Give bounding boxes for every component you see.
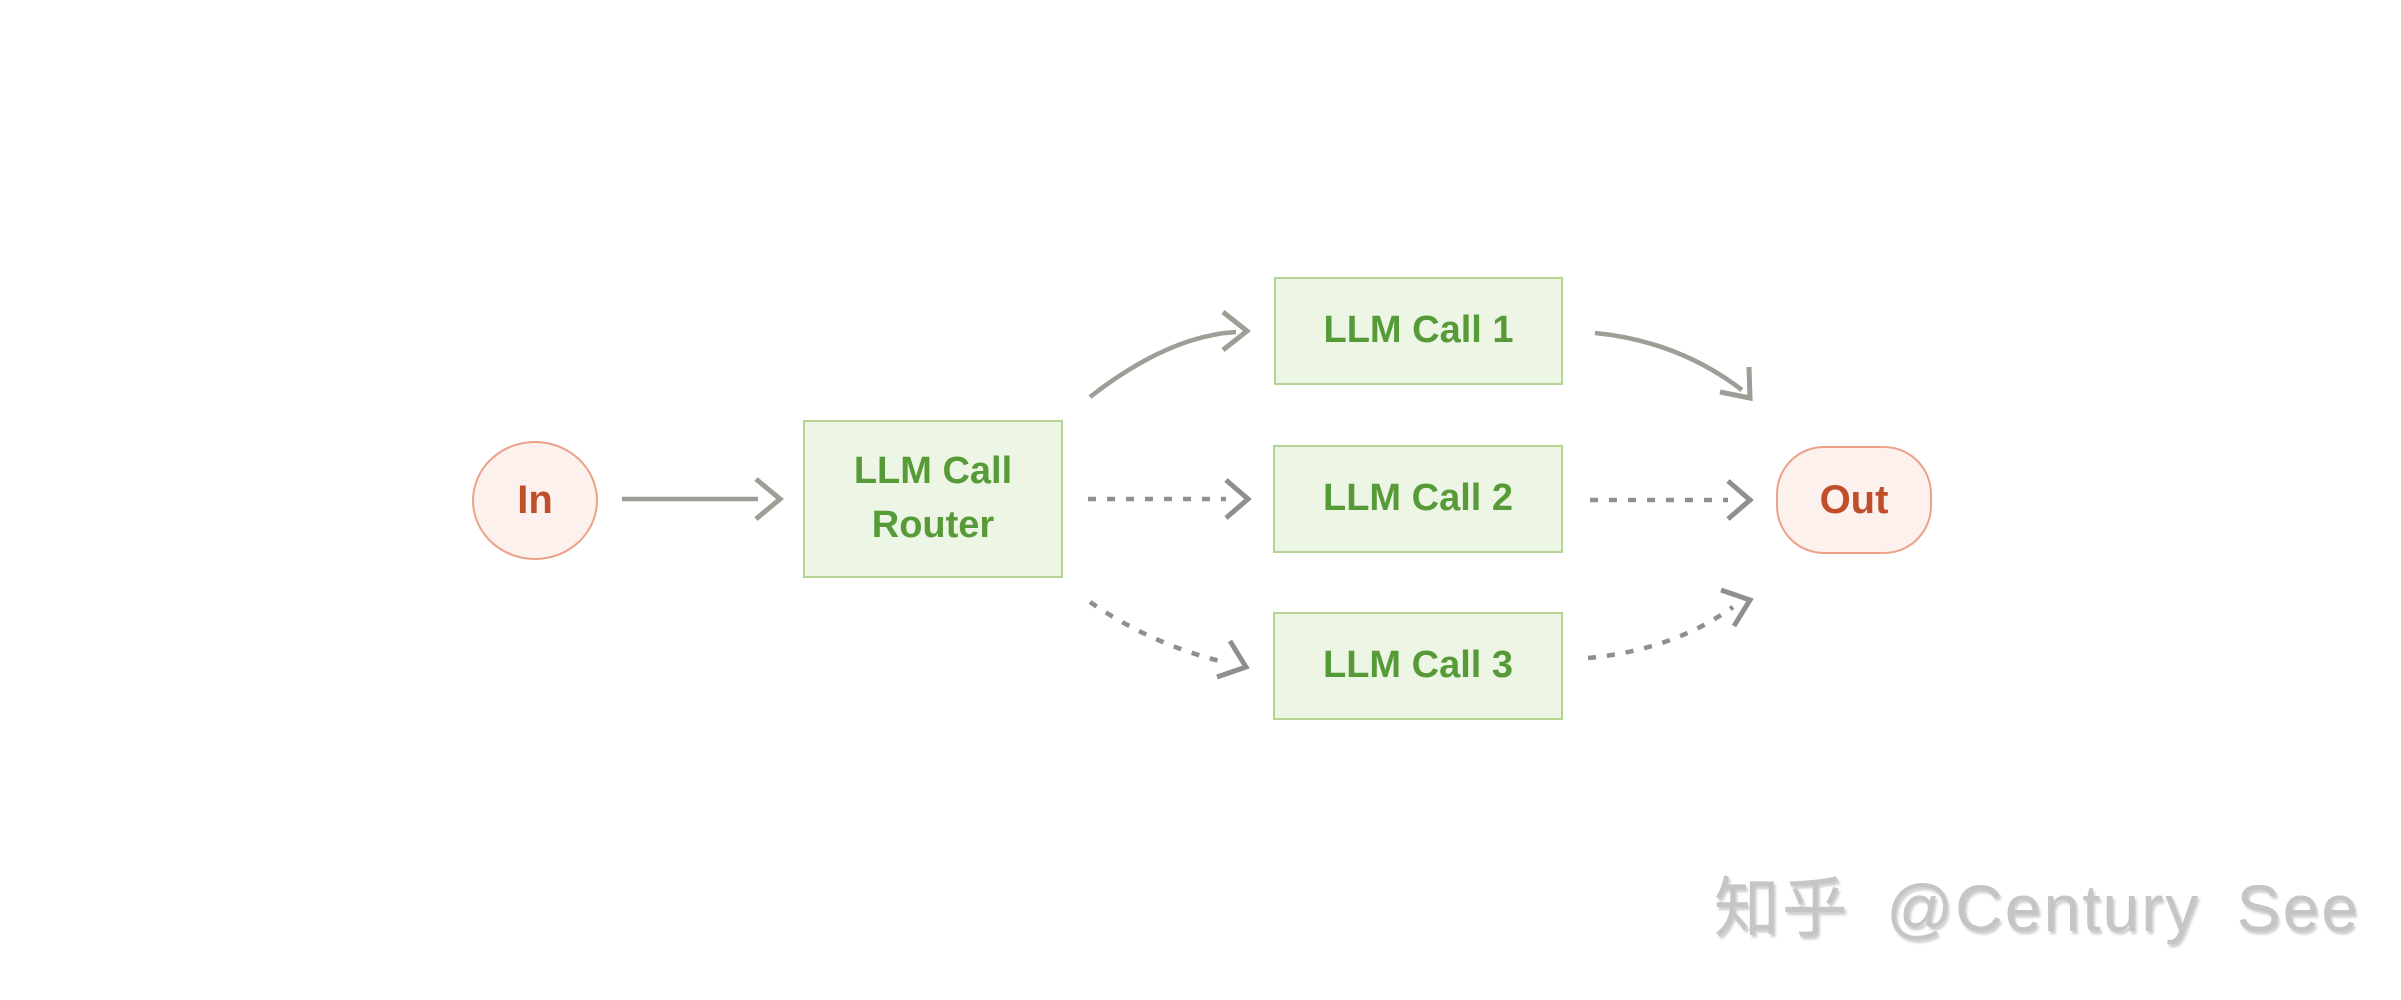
node-out-label: Out (1819, 477, 1889, 522)
node-llm-call-2-label: LLM Call 2 (1322, 477, 1514, 520)
node-llm-call-2: LLM Call 2 (1273, 445, 1563, 553)
arrow-router-to-call3 (1088, 600, 1229, 666)
arrowhead-call1-to-out (1719, 366, 1753, 402)
node-in-label: In (517, 478, 553, 522)
node-llm-call-3-label: LLM Call 3 (1322, 644, 1514, 687)
node-out: Out (1776, 446, 1932, 554)
arrowhead-router-to-call3 (1216, 639, 1250, 680)
node-llm-call-router: LLM Call Router (803, 420, 1063, 578)
arrowhead-call3-to-out (1720, 587, 1754, 628)
arrowhead-router-to-call2 (1224, 478, 1252, 520)
node-llm-call-router-label: LLM Call Router (853, 450, 1013, 546)
node-llm-call-3: LLM Call 3 (1273, 612, 1563, 720)
arrow-router-to-call1 (1088, 329, 1237, 399)
arrowhead-call2-to-out (1726, 479, 1754, 521)
watermark: 知乎 @Century See (1713, 871, 2360, 945)
arrowhead-router-to-call1 (1221, 310, 1252, 352)
arrow-call3-to-out (1587, 605, 1735, 661)
arrowhead-in-to-router (754, 477, 784, 521)
node-llm-call-1-label: LLM Call 1 (1323, 309, 1514, 352)
node-llm-call-1: LLM Call 1 (1274, 277, 1563, 385)
node-in: In (472, 441, 598, 560)
arrow-call1-to-out (1594, 330, 1744, 392)
